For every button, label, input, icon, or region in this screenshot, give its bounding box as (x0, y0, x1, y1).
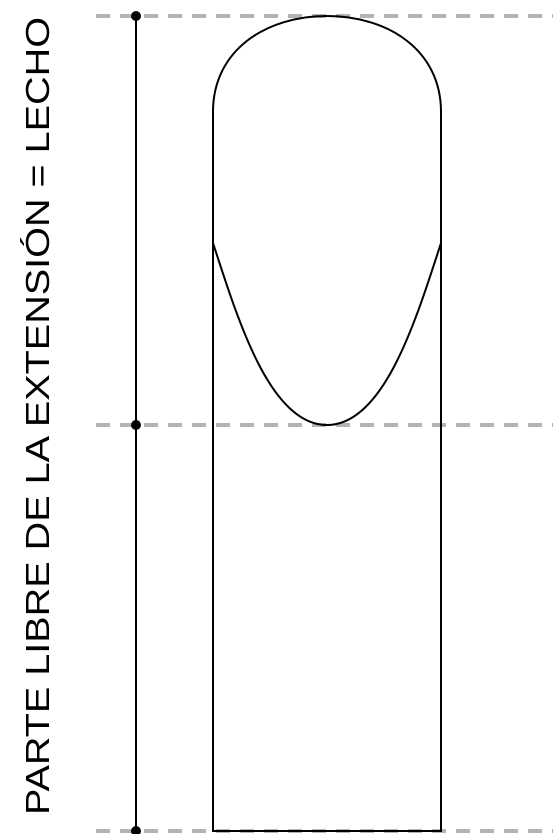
middle-marker-dot (131, 420, 141, 430)
nail-outline (212, 14, 442, 832)
bottom-marker-dot (131, 826, 141, 834)
extension-label: PARTE LIBRE DE LA EXTENSIÓN = LECHO (19, 17, 56, 815)
top-marker-dot (131, 11, 141, 21)
nail-bed-curve (212, 242, 442, 427)
